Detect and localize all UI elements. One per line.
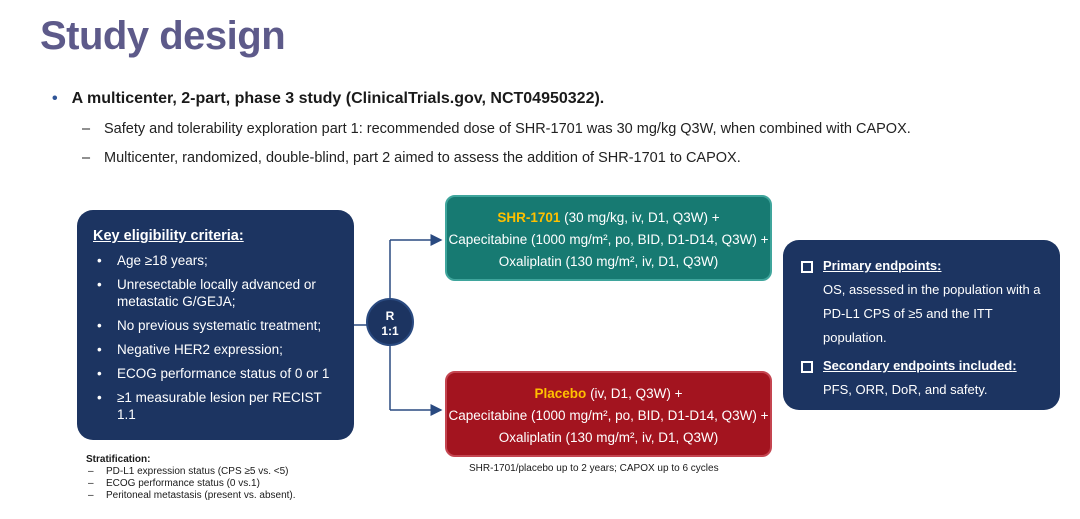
placebo-arm-box: Placebo (iv, D1, Q3W) + Capecitabine (10… xyxy=(445,371,772,457)
sub-bullet-text: Multicenter, randomized, double-blind, p… xyxy=(104,150,741,166)
list-item: –PD-L1 expression status (CPS ≥5 vs. <5) xyxy=(88,466,289,477)
arm-line-2: Capecitabine (1000 mg/m², po, BID, D1-D1… xyxy=(448,232,769,247)
randomization-ratio: 1:1 xyxy=(381,324,399,338)
duration-footnote: SHR-1701/placebo up to 2 years; CAPOX up… xyxy=(469,463,719,474)
arm-line-1: Placebo (iv, D1, Q3W) + xyxy=(447,383,770,405)
secondary-endpoints-text: PFS, ORR, DoR, and safety. xyxy=(823,382,988,397)
sub-bullet-text: Safety and tolerability exploration part… xyxy=(104,121,911,137)
drug-name: SHR-1701 xyxy=(497,210,561,225)
experimental-arm-box: SHR-1701 (30 mg/kg, iv, D1, Q3W) + Capec… xyxy=(445,195,772,281)
list-item: •No previous systematic treatment; xyxy=(97,318,322,333)
sub-bullet-part2: –Multicenter, randomized, double-blind, … xyxy=(82,150,741,166)
list-item: –ECOG performance status (0 vs.1) xyxy=(88,478,260,489)
randomization-letter: R xyxy=(385,309,395,323)
eligibility-list: •Age ≥18 years; •Unresectable locally ad… xyxy=(93,252,342,423)
bullet-dot-icon: • xyxy=(52,90,58,107)
list-item: –Peritoneal metastasis (present vs. abse… xyxy=(88,490,296,501)
sub-bullet-part1: –Safety and tolerability exploration par… xyxy=(82,121,911,137)
primary-endpoints-heading: Primary endpoints: xyxy=(797,254,1050,278)
stratification-notes: Stratification: –PD-L1 expression status… xyxy=(86,454,296,502)
primary-endpoints-text: OS, assessed in the population with a PD… xyxy=(823,282,1041,345)
list-item: •ECOG performance status of 0 or 1 xyxy=(97,366,330,381)
list-item: •≥1 measurable lesion per RECIST 1.1 xyxy=(97,390,322,422)
arm-line-3: Oxaliplatin (130 mg/m², iv, D1, Q3W) xyxy=(498,430,719,445)
page-title: Study design xyxy=(40,14,286,58)
arm-line-1: SHR-1701 (30 mg/kg, iv, D1, Q3W) + xyxy=(447,207,770,229)
eligibility-box: Key eligibility criteria: •Age ≥18 years… xyxy=(77,210,354,440)
arm-line-2: Capecitabine (1000 mg/m², po, BID, D1-D1… xyxy=(448,408,769,423)
drug-dose: (30 mg/kg, iv, D1, Q3W) + xyxy=(560,210,720,225)
list-item: •Negative HER2 expression; xyxy=(97,342,283,357)
randomization-circle: R 1:1 xyxy=(366,298,414,346)
dash-icon: – xyxy=(82,121,91,137)
eligibility-title: Key eligibility criteria: xyxy=(93,228,244,244)
endpoints-box: Primary endpoints: OS, assessed in the p… xyxy=(783,240,1060,410)
list-item: •Age ≥18 years; xyxy=(97,253,208,268)
main-bullet: • A multicenter, 2-part, phase 3 study (C… xyxy=(52,90,604,108)
list-item: •Unresectable locally advanced or metast… xyxy=(97,277,316,309)
secondary-endpoints-heading: Secondary endpoints included: xyxy=(797,354,1050,378)
drug-name: Placebo xyxy=(534,386,587,401)
dash-icon: – xyxy=(82,150,91,166)
stratification-title: Stratification: xyxy=(86,454,151,465)
arm-line-3: Oxaliplatin (130 mg/m², iv, D1, Q3W) xyxy=(498,254,719,269)
main-bullet-text: A multicenter, 2-part, phase 3 study (Cl… xyxy=(71,90,605,107)
checkbox-square-icon xyxy=(801,361,813,373)
checkbox-square-icon xyxy=(801,261,813,273)
drug-dose: (iv, D1, Q3W) + xyxy=(586,386,683,401)
